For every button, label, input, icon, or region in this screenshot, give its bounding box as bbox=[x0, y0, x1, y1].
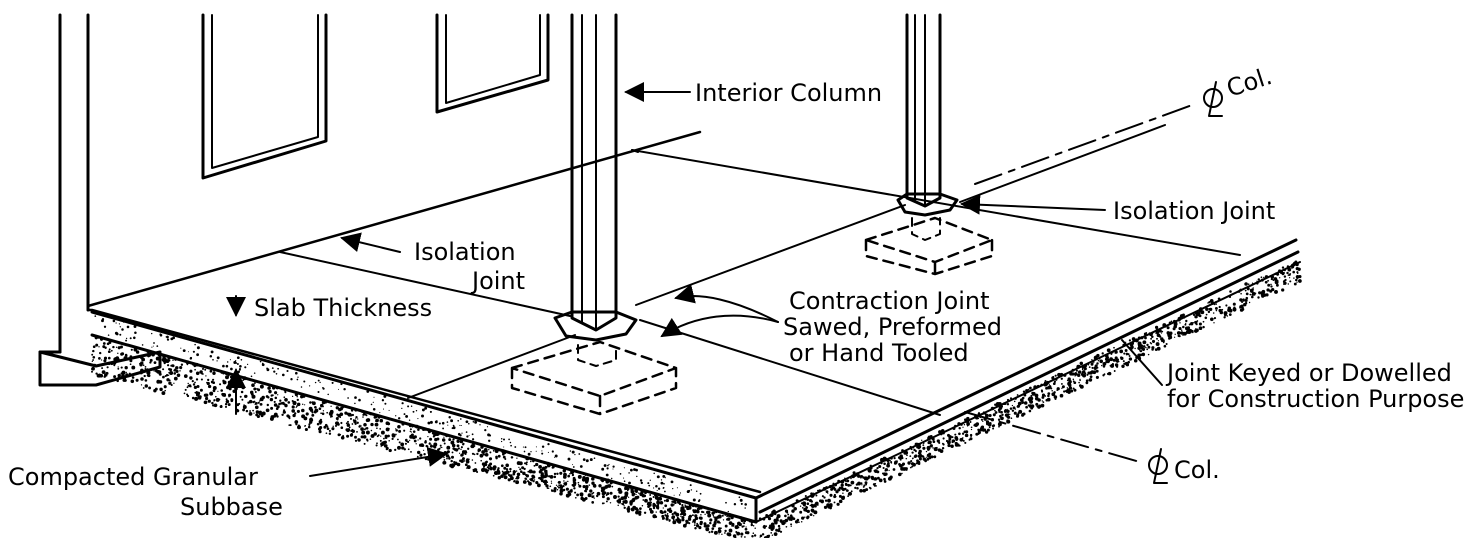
label-centerline-col-top: Col. bbox=[1223, 62, 1275, 103]
centerline-bottom bbox=[964, 411, 1141, 463]
label-isolation-joint-right: Isolation Joint bbox=[1113, 197, 1275, 225]
leader-isolation-joint-left bbox=[340, 232, 401, 253]
label-contraction-line3: or Hand Tooled bbox=[789, 339, 969, 367]
leaders bbox=[226, 82, 1196, 477]
interior-column-front bbox=[510, 13, 678, 416]
leader-subbase bbox=[309, 447, 448, 477]
leader-isolation-joint-right bbox=[960, 194, 1106, 215]
leader-contraction-2 bbox=[660, 314, 779, 338]
wall-window-left bbox=[201, 13, 328, 180]
label-contraction-line2: Sawed, Preformed bbox=[783, 313, 1002, 341]
gravel-subbase bbox=[91, 260, 1302, 538]
label-isolation-line1: Isolation bbox=[414, 238, 516, 266]
label-slab-thickness: Slab Thickness bbox=[254, 294, 432, 322]
label-contraction-line1: Contraction Joint bbox=[789, 287, 989, 315]
label-interior-column: Interior Column bbox=[695, 79, 882, 107]
centerline-symbol-top bbox=[1203, 81, 1223, 117]
interior-column-back bbox=[864, 13, 994, 276]
label-subbase-line2: Subbase bbox=[180, 493, 283, 521]
concrete-slab bbox=[86, 124, 1301, 524]
centerline-top bbox=[974, 103, 1196, 185]
leader-contraction-1 bbox=[674, 283, 779, 323]
label-subbase-line1: Compacted Granular bbox=[8, 463, 258, 491]
label-keyed-line1: Joint Keyed or Dowelled bbox=[1165, 359, 1452, 387]
label-isolation-line2: Joint bbox=[470, 267, 525, 295]
labels: Interior Column Col. Isolation Joint Iso… bbox=[8, 62, 1464, 521]
label-centerline-col-bottom: Col. bbox=[1174, 456, 1220, 484]
back-wall bbox=[38, 13, 702, 387]
label-keyed-line2: for Construction Purpose bbox=[1167, 385, 1464, 413]
centerline-symbol-bottom bbox=[1148, 448, 1168, 484]
wall-window-right bbox=[435, 13, 550, 114]
leader-keyed-joint bbox=[1121, 339, 1163, 386]
